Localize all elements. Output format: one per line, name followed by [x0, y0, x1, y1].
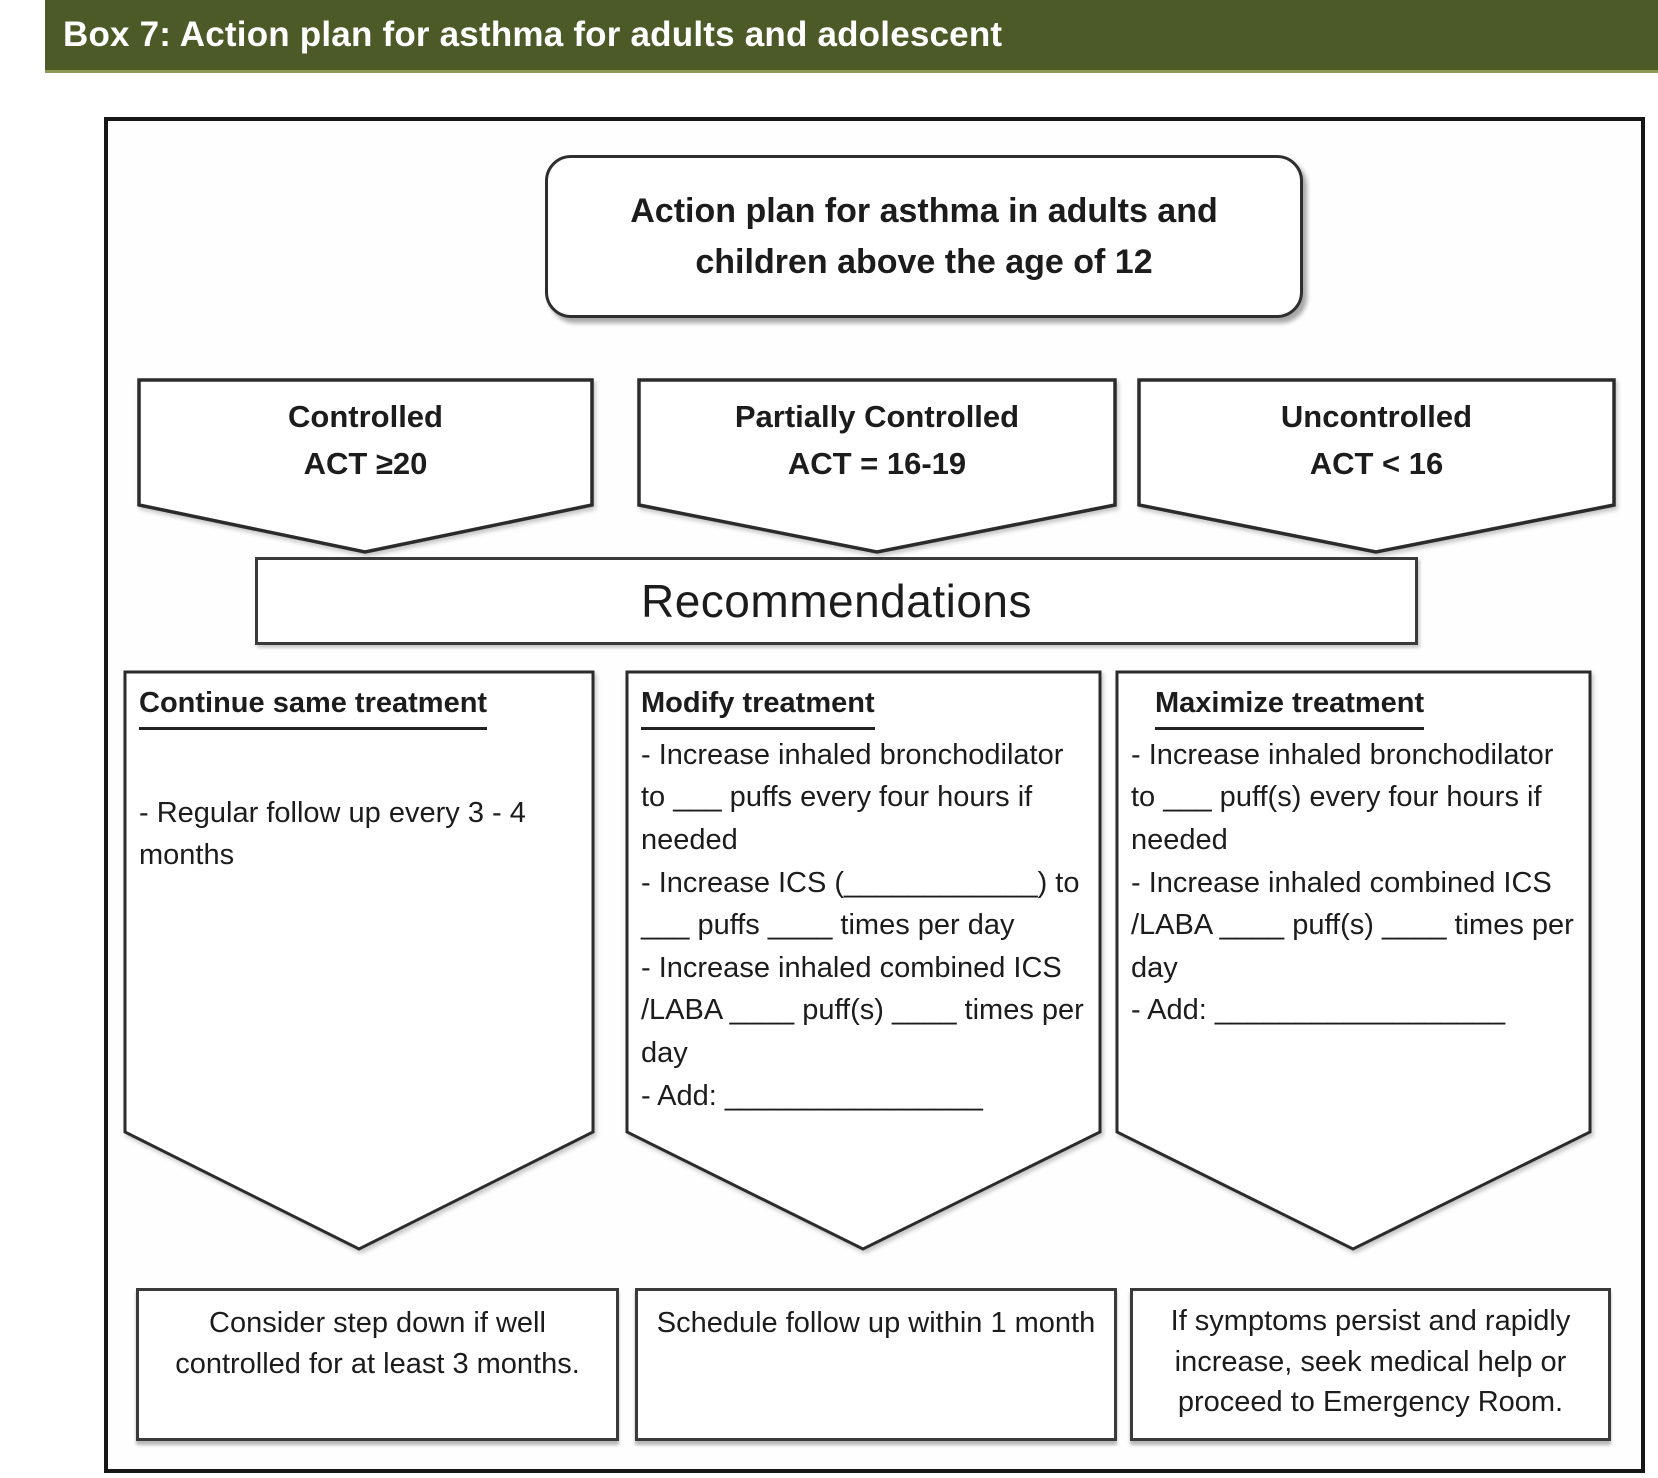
treatment-heading: Modify treatment	[641, 682, 875, 730]
section-header-title: Box 7: Action plan for asthma for adults…	[63, 15, 1003, 54]
treatment-bullet: - Increase ICS (____________) to ___ puf…	[641, 866, 1080, 942]
treatment-bullet: - Increase inhaled combined ICS /LABA __…	[1131, 866, 1574, 984]
diagram-title-box: Action plan for asthma in adults and chi…	[545, 155, 1303, 318]
treatment-heading: Maximize treatment	[1155, 682, 1425, 730]
banner-pennant-shape	[137, 378, 594, 554]
status-banner-partially-controlled: Partially Controlled ACT = 16-19	[637, 378, 1117, 555]
status-label: Uncontrolled	[1280, 399, 1473, 434]
treatment-bullet: - Increase inhaled bronchodilator to ___…	[1131, 738, 1554, 856]
treatment-bullet: - Add: __________________	[1131, 994, 1506, 1027]
section-header-bar: Box 7: Action plan for asthma for adults…	[45, 0, 1658, 73]
treatment-bullet: - Increase inhaled combined ICS /LABA __…	[641, 951, 1084, 1069]
status-criteria: ACT = 16-19	[787, 445, 967, 481]
treatment-bullet: - Increase inhaled bronchodilator to ___…	[641, 738, 1064, 856]
recommendations-label: Recommendations	[640, 575, 1033, 627]
status-criteria: ACT ≥20	[303, 445, 428, 481]
banner-pennant-shape	[1115, 670, 1592, 1251]
recommendations-banner: Recommendations	[255, 557, 1418, 645]
followup-text: Schedule follow up within 1 month	[656, 1307, 1096, 1339]
status-banner-uncontrolled: Uncontrolled ACT < 16	[1137, 378, 1616, 555]
followup-text: Consider step down if well controlled fo…	[175, 1307, 580, 1380]
banner-pennant-shape	[123, 670, 595, 1251]
diagram-title-text: Action plan for asthma in adults and chi…	[630, 191, 1218, 281]
status-banner-controlled: Controlled ACT ≥20	[137, 378, 594, 555]
followup-box-schedule: Schedule follow up within 1 month	[635, 1288, 1117, 1441]
treatment-heading: Continue same treatment	[139, 682, 488, 730]
followup-box-emergency: If symptoms persist and rapidly increase…	[1130, 1288, 1611, 1441]
treatment-bullet: - Regular follow up every 3 - 4 months	[139, 796, 526, 872]
banner-pennant-shape	[637, 378, 1117, 554]
followup-box-step-down: Consider step down if well controlled fo…	[136, 1288, 619, 1441]
followup-text: If symptoms persist and rapidly increase…	[1170, 1305, 1571, 1419]
treatment-box-maximize: Maximize treatment - Increase inhaled br…	[1115, 670, 1592, 1252]
status-label: Controlled	[288, 399, 443, 434]
status-label: Partially Controlled	[734, 399, 1020, 434]
treatment-box-continue: Continue same treatment - Regular follow…	[123, 670, 595, 1252]
treatment-box-modify: Modify treatment - Increase inhaled bron…	[625, 670, 1102, 1252]
treatment-bullet: - Add: ________________	[641, 1079, 983, 1112]
banner-pennant-shape	[1137, 378, 1616, 554]
status-criteria: ACT < 16	[1309, 445, 1444, 481]
diagram-frame: Action plan for asthma in adults and chi…	[104, 117, 1645, 1473]
banner-pennant-shape	[625, 670, 1102, 1251]
